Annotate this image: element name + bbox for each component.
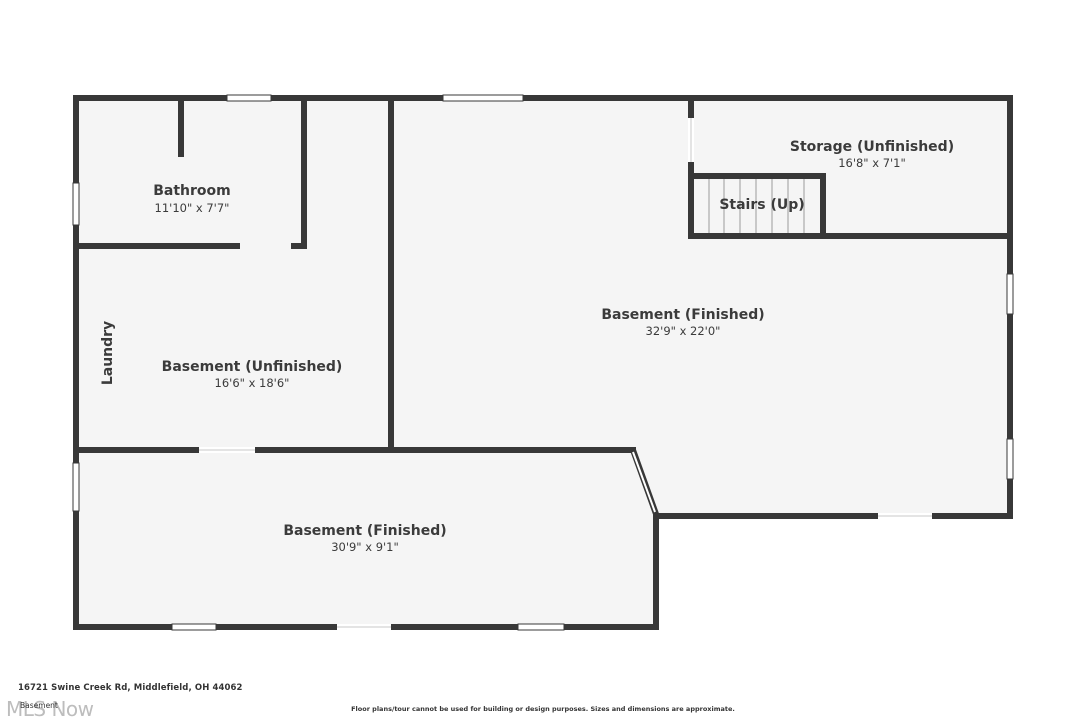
- room-basement-unfinished-name: Basement (Unfinished): [162, 359, 343, 375]
- floor-area: [76, 98, 1010, 627]
- room-basement-finished-main-dim: 32'9" x 22'0": [646, 324, 721, 338]
- room-stairs-name: Stairs (Up): [719, 197, 804, 213]
- room-basement-finished-lower-dim: 30'9" x 9'1": [331, 540, 399, 554]
- windows: [72, 94, 1014, 631]
- disclaimer-text: Floor plans/tour cannot be used for buil…: [351, 705, 735, 713]
- room-laundry-name: Laundry: [100, 321, 116, 385]
- room-basement-finished-lower: Basement (Finished) 30'9" x 9'1": [283, 523, 446, 554]
- room-bathroom-name: Bathroom: [153, 183, 231, 199]
- diagonal-glass-wall: [630, 448, 659, 516]
- address-label: 16721 Swine Creek Rd, Middlefield, OH 44…: [18, 683, 243, 693]
- mls-now-logo: MLS Now: [6, 697, 94, 721]
- room-storage-name: Storage (Unfinished): [790, 139, 954, 155]
- window-main-right-2: [1006, 438, 1014, 480]
- room-basement-finished-main: Basement (Finished) 32'9" x 22'0": [601, 307, 764, 338]
- room-basement-unfinished: Basement (Unfinished) 16'6" x 18'6": [162, 359, 343, 390]
- room-storage-dim: 16'8" x 7'1": [838, 156, 906, 170]
- window-lower-left: [72, 462, 80, 512]
- room-bathroom-dim: 11'10" x 7'7": [155, 201, 230, 215]
- room-laundry: Laundry: [100, 321, 116, 385]
- window-main-right-1: [1006, 273, 1014, 315]
- room-bathroom: Bathroom 11'10" x 7'7": [153, 183, 231, 215]
- walls: [73, 95, 1013, 630]
- room-stairs: Stairs (Up): [719, 197, 804, 213]
- floor-label: Basement: [20, 701, 58, 710]
- room-basement-finished-lower-name: Basement (Finished): [283, 523, 446, 539]
- room-basement-finished-main-name: Basement (Finished): [601, 307, 764, 323]
- room-storage: Storage (Unfinished) 16'8" x 7'1": [790, 139, 954, 170]
- window-lower-bottom-2: [517, 623, 565, 631]
- stair-treads: [708, 179, 805, 233]
- room-basement-unfinished-dim: 16'6" x 18'6": [215, 376, 290, 390]
- window-lower-bottom-1: [171, 623, 217, 631]
- window-bathroom-top: [226, 94, 272, 102]
- window-bathroom-left: [72, 182, 80, 226]
- window-main-top: [442, 94, 524, 102]
- opening-lines: [199, 118, 932, 628]
